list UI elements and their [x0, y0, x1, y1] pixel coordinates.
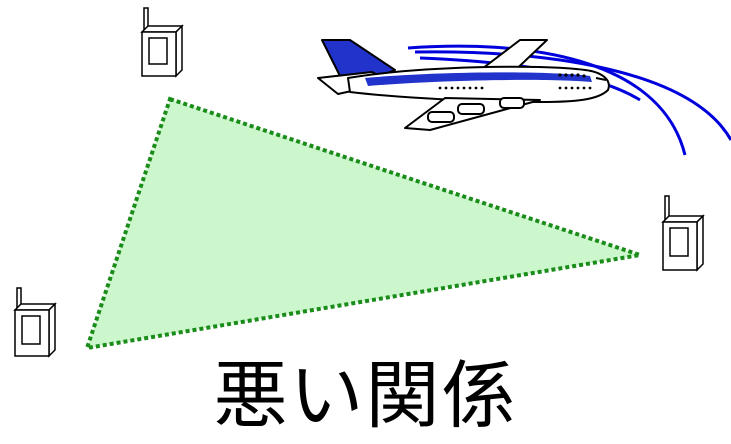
airplane-icon [317, 39, 610, 131]
coverage-triangle [84, 96, 641, 351]
caption-title: 悪い関係 [213, 353, 518, 439]
receiver-station-icon [661, 195, 705, 272]
receiver-station-icon [13, 287, 57, 358]
receiver-station-icon [140, 7, 184, 78]
